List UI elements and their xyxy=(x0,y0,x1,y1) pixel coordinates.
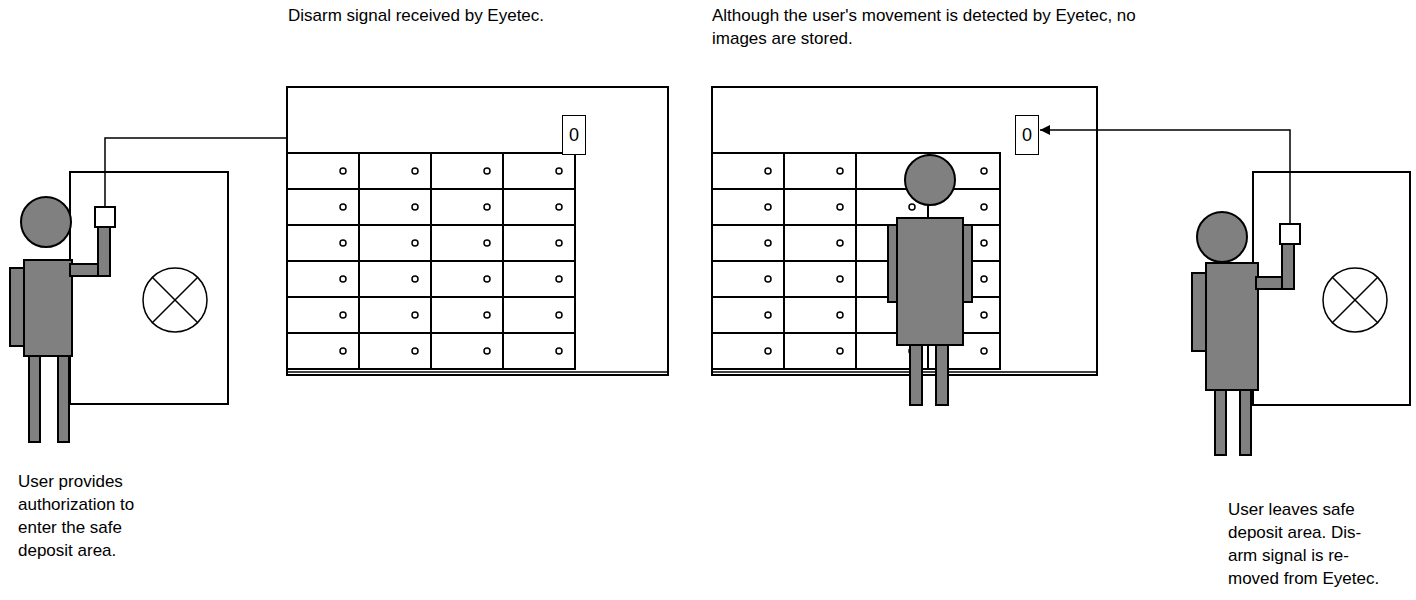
vault-door xyxy=(1253,172,1410,405)
deposit-wall xyxy=(712,87,1097,375)
deposit-boxes xyxy=(712,153,1000,369)
door-handle-cross xyxy=(1332,277,1378,323)
caption-text: Although the user's movement is detected… xyxy=(712,4,1152,50)
backpack xyxy=(1192,273,1206,351)
eyetec-unit: 0 xyxy=(562,115,586,155)
head xyxy=(905,155,955,205)
door-handle xyxy=(1323,268,1387,332)
arm xyxy=(98,226,110,276)
head xyxy=(1197,212,1247,262)
arm xyxy=(1282,239,1294,289)
caption-text: User provides authorization to enter the… xyxy=(18,470,168,562)
leg xyxy=(1240,390,1251,455)
leg xyxy=(29,356,40,442)
user-figure xyxy=(1192,212,1294,455)
caption-text: User leaves safe deposit area. Dis- arm … xyxy=(1228,498,1394,590)
wall-base xyxy=(712,371,1097,373)
signal-wire xyxy=(1040,130,1290,224)
door-handle-cross xyxy=(152,277,198,323)
vault-door xyxy=(70,172,228,404)
wall-base xyxy=(287,371,668,373)
keypad xyxy=(95,207,115,227)
eyetec-unit: 0 xyxy=(1015,115,1039,155)
status-digit: 0 xyxy=(1022,125,1032,145)
backpack xyxy=(10,268,24,346)
leg xyxy=(1215,390,1226,455)
leg xyxy=(936,345,948,405)
head xyxy=(21,197,71,247)
caption-text: Disarm signal received by Eyetec. xyxy=(288,4,548,27)
user-figure xyxy=(10,197,110,442)
deposit-wall xyxy=(287,87,668,375)
door-handle xyxy=(143,268,207,332)
body xyxy=(1206,263,1258,390)
user-figure xyxy=(888,155,972,405)
leg xyxy=(58,356,69,442)
body xyxy=(897,218,963,345)
status-digit: 0 xyxy=(569,125,579,145)
deposit-boxes xyxy=(287,153,575,369)
body xyxy=(24,260,72,356)
leg xyxy=(910,345,922,405)
keypad xyxy=(1280,224,1300,244)
